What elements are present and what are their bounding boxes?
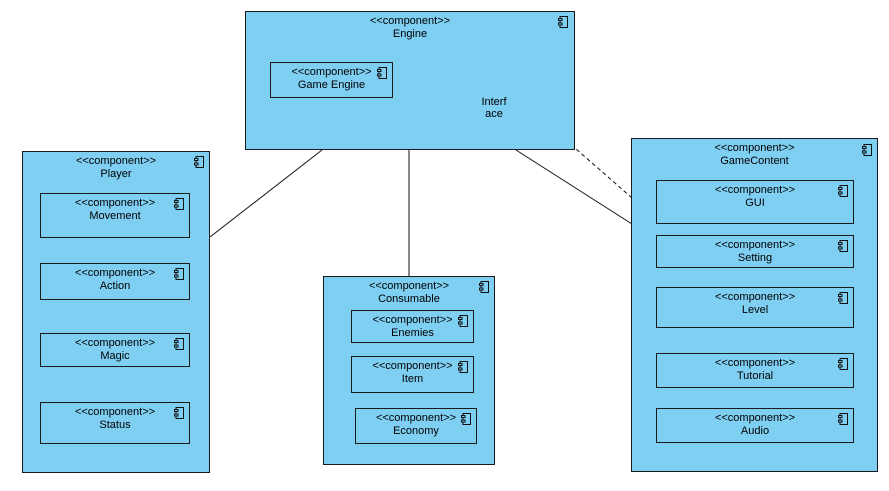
- stereotype-label: <<component>>: [372, 314, 453, 326]
- stereotype-label: <<component>>: [375, 412, 457, 424]
- magic-component[interactable]: <<component>> Magic: [40, 333, 190, 367]
- interface-label: Interf ace: [478, 96, 510, 120]
- component-icon: [862, 144, 872, 156]
- economy-component[interactable]: <<component>> Economy: [355, 408, 477, 444]
- stereotype-label: <<component>>: [74, 197, 156, 209]
- component-name: Enemies: [391, 327, 434, 339]
- interface-label-line-2: ace: [485, 108, 503, 120]
- stereotype-label: <<component>>: [714, 142, 795, 154]
- component-name: Action: [99, 280, 131, 292]
- component-icon: [461, 413, 471, 425]
- component-icon: [838, 240, 848, 252]
- component-name: Economy: [393, 425, 439, 437]
- engine-gamecontent-link: [515, 149, 633, 225]
- component-name: Game Engine: [297, 79, 366, 91]
- engine-player-link: [209, 149, 323, 238]
- stereotype-label: <<component>>: [714, 357, 796, 369]
- stereotype-label: <<component>>: [74, 267, 156, 279]
- tutorial-component[interactable]: <<component>> Tutorial: [656, 353, 854, 388]
- component-name: Status: [99, 419, 131, 431]
- level-component[interactable]: <<component>> Level: [656, 287, 854, 328]
- component-icon: [838, 358, 848, 370]
- component-icon: [174, 198, 184, 210]
- component-icon: [458, 315, 468, 327]
- component-name: Engine: [392, 28, 428, 40]
- stereotype-label: <<component>>: [372, 360, 453, 372]
- stereotype-label: <<component>>: [368, 280, 450, 292]
- audio-component[interactable]: <<component>> Audio: [656, 408, 854, 443]
- component-icon: [838, 413, 848, 425]
- component-icon: [479, 281, 489, 293]
- setting-component[interactable]: <<component>> Setting: [656, 235, 854, 268]
- component-icon: [194, 156, 204, 168]
- status-component[interactable]: <<component>> Status: [40, 402, 190, 444]
- component-name: Setting: [737, 252, 773, 264]
- component-icon: [377, 67, 387, 79]
- stereotype-label: <<component>>: [714, 291, 796, 303]
- gui-component[interactable]: <<component>> GUI: [656, 180, 854, 224]
- component-name: Magic: [100, 350, 130, 362]
- stereotype-label: <<component>>: [74, 337, 156, 349]
- interface-label-line-1: Interf: [481, 96, 507, 108]
- stereotype-label: <<component>>: [714, 412, 796, 424]
- stereotype-label: <<component>>: [369, 15, 451, 27]
- stereotype-label: <<component>>: [74, 406, 156, 418]
- component-icon: [174, 268, 184, 280]
- component-name: Movement: [89, 210, 141, 222]
- stereotype-label: <<component>>: [714, 184, 796, 196]
- component-name: Tutorial: [736, 370, 774, 382]
- enemies-component[interactable]: <<component>> Enemies: [351, 310, 474, 343]
- component-name: Audio: [740, 425, 770, 437]
- component-icon: [174, 338, 184, 350]
- component-name: Player: [100, 168, 132, 180]
- item-component[interactable]: <<component>> Item: [351, 356, 474, 393]
- component-icon: [174, 407, 184, 419]
- component-icon: [838, 185, 848, 197]
- component-name: Consumable: [378, 293, 440, 305]
- component-name: Level: [741, 304, 769, 316]
- action-component[interactable]: <<component>> Action: [40, 263, 190, 300]
- component-icon: [558, 16, 568, 28]
- movement-component[interactable]: <<component>> Movement: [40, 193, 190, 238]
- component-name: GUI: [745, 197, 765, 209]
- component-name: GameContent: [720, 155, 789, 167]
- stereotype-label: <<component>>: [75, 155, 157, 167]
- game-engine-component[interactable]: <<component>> Game Engine: [270, 62, 393, 98]
- stereotype-label: <<component>>: [714, 239, 796, 251]
- stereotype-label: <<component>>: [291, 66, 372, 78]
- component-name: Item: [401, 373, 424, 385]
- component-icon: [838, 292, 848, 304]
- component-icon: [458, 361, 468, 373]
